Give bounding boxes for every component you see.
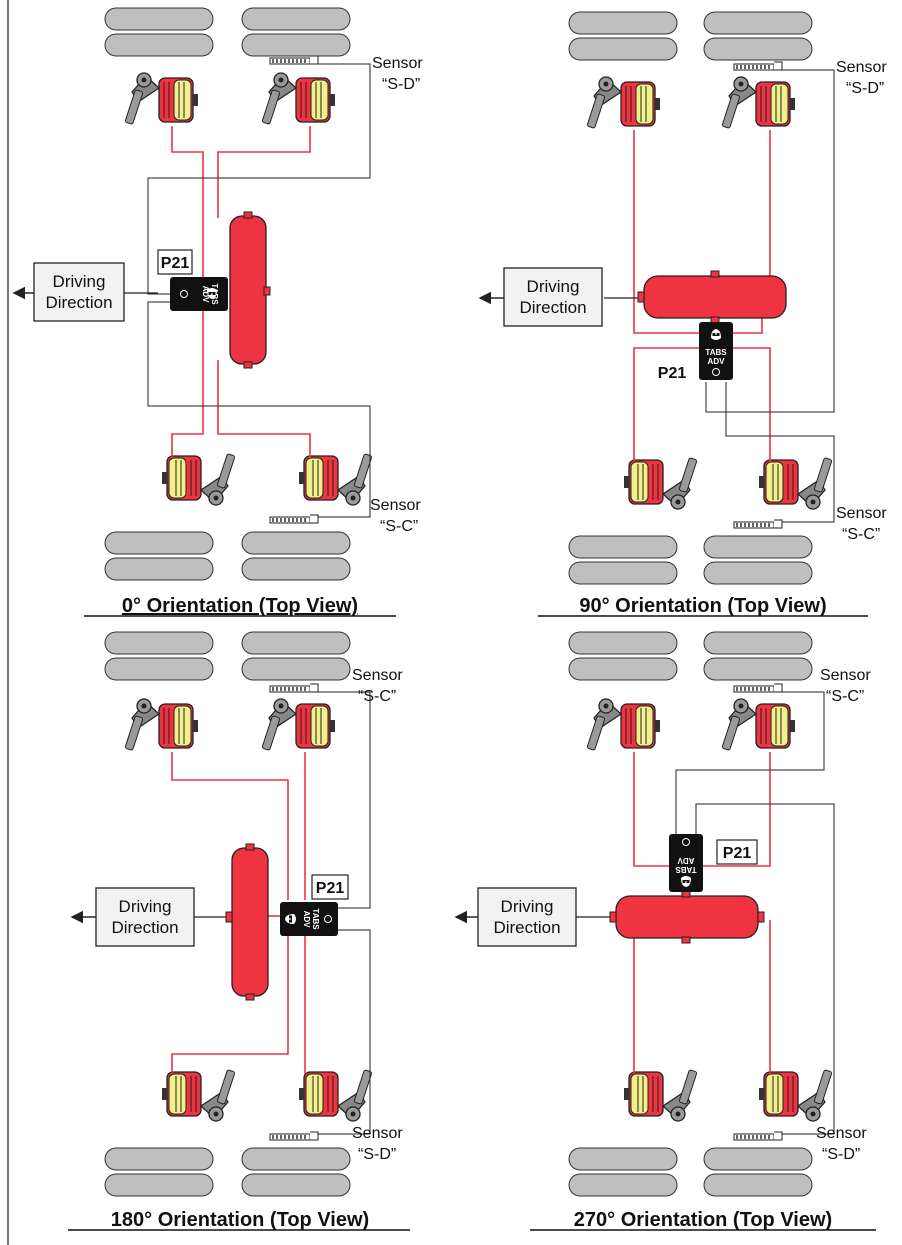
port-label: P21 [723, 845, 752, 862]
svg-text:“S-C”: “S-C” [842, 526, 880, 543]
sensor-label: Sensor [816, 1125, 867, 1142]
brake-chamber-icon [124, 72, 199, 126]
tire-rear-left [104, 1147, 214, 1197]
wheel-speed-sensor-icon [269, 514, 319, 524]
driving-direction-box [477, 887, 577, 947]
port-label: P21 [658, 365, 687, 382]
panel-180-orientation: TABS ADV P21 Driving Direction Sensor “S… [68, 631, 410, 1231]
caption: 0° Orientation (Top View) [122, 595, 358, 617]
wheel-speed-sensor-icon [733, 519, 783, 529]
svg-text:Driving: Driving [501, 897, 554, 916]
brake-chamber-icon [298, 1068, 373, 1122]
svg-text:Direction: Direction [111, 918, 178, 937]
brake-chamber-icon [721, 76, 796, 130]
tabs-adv-module: TABS ADV [170, 277, 228, 311]
svg-text:Direction: Direction [519, 298, 586, 317]
svg-text:Direction: Direction [493, 918, 560, 937]
tire-rear-left [568, 1147, 678, 1197]
brake-chamber-icon [586, 76, 661, 130]
brake-chamber-icon [161, 1068, 236, 1122]
brake-chamber-icon [623, 1068, 698, 1122]
air-tank [229, 215, 267, 365]
tire-front-right [703, 631, 813, 681]
brake-chamber-icon [758, 1068, 833, 1122]
brake-chamber-icon [261, 72, 336, 126]
tire-rear-left [104, 531, 214, 581]
driving-direction-box [503, 267, 603, 327]
svg-text:TABS: TABS [311, 908, 320, 930]
tire-front-left [568, 11, 678, 61]
brake-chamber-icon [124, 698, 199, 752]
panel-90-orientation: TABS ADV P21 Driving Direction Sensor “S… [478, 11, 887, 617]
tire-front-left [568, 631, 678, 681]
tire-front-right [241, 7, 351, 57]
tabs-adv-module: TABS ADV [280, 902, 338, 936]
panel-270-orientation: TABS ADV P21 Driving Direction Sensor “S… [454, 631, 876, 1231]
brake-chamber-icon [298, 452, 373, 506]
brake-chamber-icon [758, 456, 833, 510]
tire-rear-right [703, 535, 813, 585]
svg-text:ADV: ADV [201, 286, 210, 304]
tire-front-right [703, 11, 813, 61]
caption: 180° Orientation (Top View) [111, 1209, 369, 1231]
wheel-speed-sensor-icon [269, 55, 319, 65]
sensor-label: Sensor [352, 1125, 403, 1142]
panel-0-orientation: TABS ADV P21 Driving Direction Sensor “S… [12, 7, 423, 617]
wheel-speed-sensor-icon [269, 1131, 319, 1141]
sensor-label: Sensor [372, 55, 423, 72]
tire-rear-left [568, 535, 678, 585]
driving-direction-box [33, 262, 125, 322]
svg-text:Driving: Driving [119, 897, 172, 916]
tabs-adv-module: TABS ADV [669, 834, 703, 892]
svg-text:Driving: Driving [527, 277, 580, 296]
tire-rear-right [703, 1147, 813, 1197]
tire-front-right [241, 631, 351, 681]
wheel-speed-sensor-icon [733, 683, 783, 693]
svg-text:“S-C”: “S-C” [358, 688, 396, 705]
svg-text:Driving: Driving [53, 272, 106, 291]
wheel-speed-sensor-icon [733, 1131, 783, 1141]
brake-chamber-icon [721, 698, 796, 752]
air-tank [231, 847, 269, 997]
driving-direction-box [95, 887, 195, 947]
air-tank [615, 895, 759, 939]
sensor-label: Sensor [836, 505, 887, 522]
tire-rear-right [241, 531, 351, 581]
svg-text:ADV: ADV [677, 856, 695, 865]
svg-text:“S-C”: “S-C” [826, 688, 864, 705]
tire-front-left [104, 631, 214, 681]
brake-chamber-icon [586, 698, 661, 752]
svg-text:TABS: TABS [705, 348, 727, 357]
caption: 90° Orientation (Top View) [579, 595, 826, 617]
wheel-speed-sensor-icon [269, 683, 319, 693]
svg-text:“S-D”: “S-D” [358, 1146, 396, 1163]
svg-text:Direction: Direction [45, 293, 112, 312]
tire-front-left [104, 7, 214, 57]
caption: 270° Orientation (Top View) [574, 1209, 832, 1231]
air-tank [643, 275, 787, 319]
sensor-label: Sensor [820, 667, 871, 684]
svg-text:TABS: TABS [675, 865, 697, 874]
brake-chamber-icon [161, 452, 236, 506]
sensor-label: Sensor [352, 667, 403, 684]
port-label: P21 [161, 255, 190, 272]
svg-text:ADV: ADV [708, 357, 726, 366]
sensor-label: Sensor [370, 497, 421, 514]
svg-text:“S-D”: “S-D” [846, 80, 884, 97]
sensor-label: Sensor [836, 59, 887, 76]
port-label: P21 [316, 880, 345, 897]
svg-text:ADV: ADV [302, 911, 311, 929]
svg-text:“S-C”: “S-C” [380, 518, 418, 535]
svg-text:“S-D”: “S-D” [382, 76, 420, 93]
brake-chamber-icon [623, 456, 698, 510]
svg-text:“S-D”: “S-D” [822, 1146, 860, 1163]
tabs-adv-module: TABS ADV [699, 322, 733, 380]
wheel-speed-sensor-icon [733, 61, 783, 71]
brake-chamber-icon [261, 698, 336, 752]
tire-rear-right [241, 1147, 351, 1197]
